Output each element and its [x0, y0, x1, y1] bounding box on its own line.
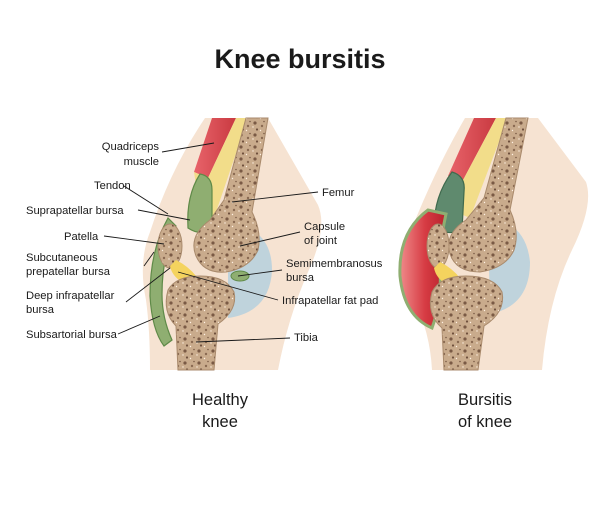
label-subcutaneous-2: prepatellar bursa: [26, 266, 111, 278]
label-capsule-2: of joint: [304, 235, 338, 247]
diagram-title: Knee bursitis: [214, 44, 386, 74]
leader-deep-infrapatellar: [125, 267, 171, 303]
leader-suprapatellar: [137, 209, 191, 221]
leader-semimembranosus: [237, 269, 283, 277]
label-deep-infrapatellar-2: bursa: [26, 304, 55, 316]
right-femur: [448, 117, 529, 273]
bursitis-knee: [398, 117, 589, 371]
leader-subcutaneous: [143, 251, 155, 267]
label-deep-infrapatellar-1: Deep infrapatellar: [26, 290, 115, 302]
caption-healthy-knee: Healthy knee: [150, 389, 290, 433]
label-tibia: Tibia: [294, 332, 319, 344]
leader-tibia: [195, 337, 291, 343]
caption-healthy-line-2: knee: [202, 413, 238, 431]
leader-femur: [231, 191, 319, 203]
label-quadriceps-2: muscle: [124, 156, 159, 168]
right-tibia: [429, 275, 504, 371]
label-capsule-1: Capsule: [304, 221, 345, 233]
label-semimembranosus-1: Semimembranosus: [286, 258, 383, 270]
labels: Quadriceps muscle Tendon Suprapatellar b…: [26, 141, 383, 344]
right-patella: [426, 223, 450, 269]
right-quadriceps-muscle: [448, 118, 496, 182]
leader-quadriceps: [161, 142, 215, 153]
left-quadriceps-muscle: [194, 118, 236, 178]
caption-bursitis-line-1: Bursitis: [457, 391, 513, 409]
label-suprapatellar-bursa: Suprapatellar bursa: [26, 205, 124, 217]
caption-bursitis-knee: Bursitis of knee: [415, 389, 555, 433]
leader-patella: [103, 235, 165, 245]
caption-bursitis-line-2: of knee: [457, 413, 513, 431]
leader-subsartorial: [117, 315, 161, 335]
label-quadriceps-1: Quadriceps: [102, 141, 160, 153]
label-patella: Patella: [64, 231, 99, 243]
caption-healthy-line-1: Healthy: [192, 391, 248, 409]
leader-lines: [103, 142, 319, 343]
leader-capsule: [239, 231, 301, 247]
label-tendon: Tendon: [94, 180, 131, 192]
label-subsartorial-bursa: Subsartorial bursa: [26, 329, 118, 341]
left-tibia: [165, 275, 236, 371]
healthy-knee: [142, 117, 322, 371]
label-semimembranosus-2: bursa: [286, 272, 315, 284]
left-femur: [193, 117, 269, 273]
label-infrapatellar-fat-pad: Infrapatellar fat pad: [282, 295, 378, 307]
label-subcutaneous-1: Subcutaneous: [26, 252, 98, 264]
label-femur: Femur: [322, 187, 355, 199]
leader-tendon: [123, 185, 169, 215]
leader-infrapatellar-fat: [177, 271, 279, 301]
